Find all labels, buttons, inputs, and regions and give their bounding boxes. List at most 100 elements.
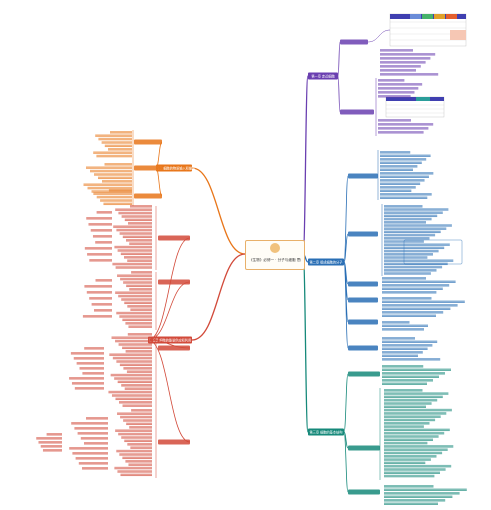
leaf-b2-text	[382, 337, 415, 339]
branch-label-b5: 第五章 细胞的能量供应和利用	[149, 337, 191, 342]
subtopic-node-b2[interactable]	[348, 173, 378, 179]
leaf-b5-text	[111, 394, 152, 397]
branch-node-b1[interactable]	[308, 72, 338, 80]
subtopic-node-b1[interactable]	[340, 39, 368, 45]
branch-node-b4[interactable]	[156, 164, 192, 172]
leaf-b2-text	[384, 211, 443, 214]
leaf-b5-text	[129, 426, 152, 428]
leaf-b3-text	[384, 438, 433, 441]
leaf-b1-text	[378, 79, 405, 81]
leaf-b5-text	[78, 462, 108, 464]
leaf-b2-text	[382, 277, 426, 279]
leaf-b2-text	[380, 175, 429, 178]
leaf-b5-text	[124, 218, 152, 221]
connector-b4	[191, 167, 246, 255]
leaf-b5-text	[75, 457, 108, 459]
leaf-b2-text	[380, 193, 432, 195]
leaf-b5-text	[114, 245, 152, 248]
leaf-b4-text	[104, 144, 132, 147]
branch-node-b3[interactable]	[308, 428, 344, 436]
leaf-b3-text	[384, 468, 446, 471]
leaf-b5-text	[118, 343, 152, 346]
leaf-b2-text	[384, 265, 443, 268]
subtopic-node-b4[interactable]	[134, 165, 162, 171]
table-2-header	[386, 97, 444, 101]
leaf-b1-text	[380, 65, 421, 67]
leaf-b5-text	[80, 437, 108, 439]
leaf-b4-text	[98, 176, 132, 179]
leaf-b5-text	[117, 249, 152, 252]
leaf-b2-text	[382, 354, 418, 357]
leaf-b5-text	[122, 235, 152, 238]
subtopic-node-b5[interactable]	[158, 439, 190, 445]
leaf-b1-text	[378, 83, 423, 85]
leaf-b3-text	[384, 458, 431, 461]
subtopic-node-b2[interactable]	[348, 297, 378, 303]
leaf-b3-text	[384, 455, 437, 457]
branch-node-b5[interactable]	[148, 336, 192, 344]
subtopic-node-b2[interactable]	[348, 281, 378, 287]
leaf-b5-text	[72, 452, 108, 454]
leaf-b5-text	[82, 467, 108, 469]
leaf-b2-text	[384, 205, 423, 207]
subtopic-node-b3[interactable]	[348, 445, 380, 451]
leaf-b4-text	[108, 189, 132, 191]
leaf-b5-text	[115, 339, 152, 342]
subtopic-node-b5[interactable]	[158, 235, 190, 241]
subtopic-node-b2[interactable]	[348, 319, 378, 325]
leaf-b2-text	[384, 256, 428, 259]
leaf-b2-text	[380, 172, 434, 174]
subtopic-node-b2[interactable]	[348, 231, 378, 237]
table-1-connector	[367, 29, 391, 43]
leaf-b5-text	[84, 442, 108, 444]
leaf-b5-text	[125, 350, 152, 352]
leaf-b1-text	[378, 123, 434, 125]
leaf-b1-text	[380, 49, 413, 51]
leaf-b5-text	[108, 390, 152, 393]
subtopic-node-b1[interactable]	[340, 109, 374, 115]
leaf-b5-text	[69, 377, 104, 379]
table-1-col-header	[422, 14, 433, 19]
leaf-b2-text	[382, 328, 424, 330]
leaf-b3-text	[384, 464, 452, 467]
subtopic-node-b4[interactable]	[134, 193, 162, 199]
leaf-b3-text	[384, 402, 432, 405]
leaf-b2-text	[380, 158, 427, 160]
leaf-b2-text	[380, 196, 428, 199]
leaf-b5-text	[128, 325, 152, 328]
leaf-b5-text	[115, 291, 152, 294]
leaf-b3-text	[384, 485, 434, 487]
leaf-b2-text	[380, 154, 431, 157]
root-node[interactable]: 《生物》必修一 · 分子与细胞 思维导图	[245, 240, 305, 270]
branch-node-b2[interactable]	[308, 258, 344, 266]
leaf-b5-text	[120, 415, 152, 418]
leaf-b5-text	[86, 291, 112, 293]
leaf-b5-text	[88, 223, 112, 225]
subtopic-node-b2[interactable]	[348, 345, 378, 351]
subtopic-node-b3[interactable]	[348, 371, 380, 377]
leaf-b3-text	[384, 474, 435, 477]
leaf-b5-text	[121, 436, 152, 439]
subtopic-node-b4[interactable]	[134, 139, 162, 145]
leaf-b5-text	[114, 466, 152, 469]
table-1-col-header	[434, 14, 445, 19]
leaf-b5-text	[127, 305, 152, 307]
leaf-b4-text	[87, 186, 132, 189]
leaf-b5-text	[125, 322, 152, 324]
leaf-b4-text	[101, 141, 132, 144]
leaf-b3-text	[384, 425, 424, 428]
sub-connector-b4	[155, 141, 163, 169]
subtopic-node-b5[interactable]	[158, 279, 190, 285]
subtopic-node-b3[interactable]	[348, 489, 380, 495]
leaf-b5-text	[122, 318, 152, 321]
subtopic-node-b5[interactable]	[158, 345, 190, 351]
leaf-b2-text	[382, 307, 451, 310]
leaf-b5-text	[91, 303, 112, 305]
leaf-b2-text	[384, 208, 449, 211]
leaf-b4-text	[96, 195, 132, 198]
leaf-b3-text	[382, 379, 433, 381]
sub-connector-b3	[343, 373, 349, 433]
leaf-b5-text	[126, 370, 152, 373]
leaf-b5-text	[73, 357, 104, 359]
leaf-b2-text	[382, 284, 450, 286]
